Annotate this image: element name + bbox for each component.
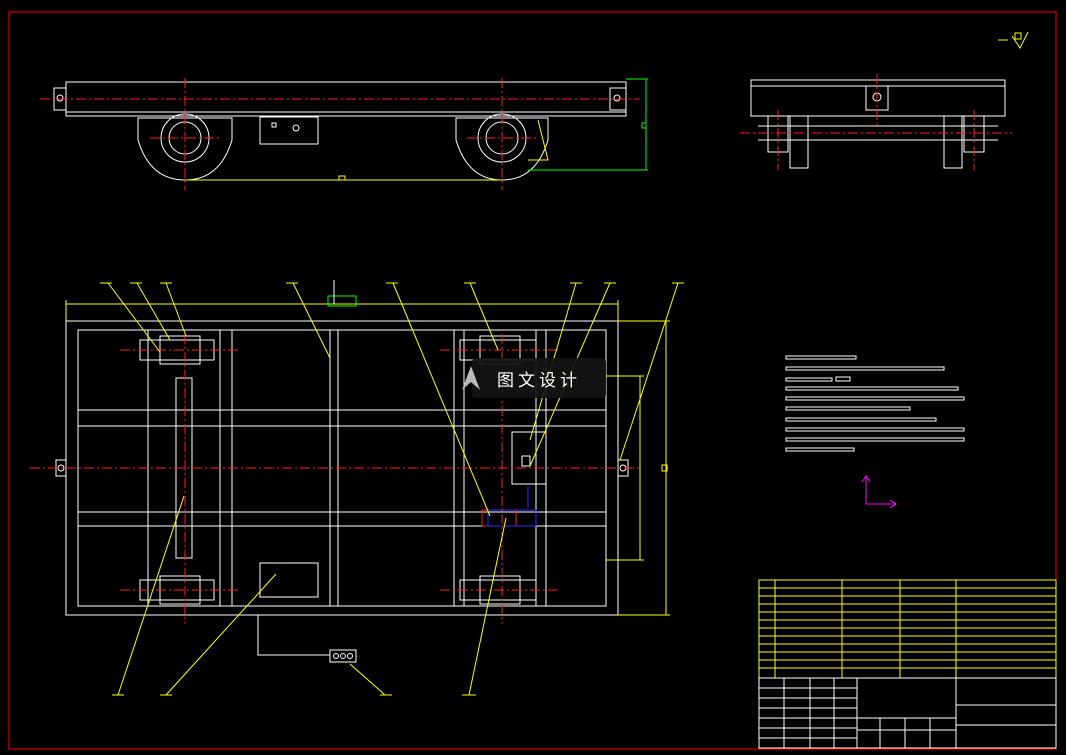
watermark-badge: 图文设计 <box>462 358 606 398</box>
title-block-lower <box>758 677 1057 749</box>
part-leaders <box>100 282 684 696</box>
front-view <box>53 81 627 181</box>
front-view-centerlines <box>40 78 640 190</box>
watermark-text: 图文设计 <box>497 370 581 391</box>
plan-view-centerlines <box>30 334 640 624</box>
ucs-axis-icon <box>861 475 897 509</box>
title-block <box>758 579 1057 679</box>
watermark-logo-icon <box>462 366 480 390</box>
sheet-border <box>8 11 1057 750</box>
side-view-centerlines <box>740 74 1012 170</box>
technical-notes <box>785 355 965 452</box>
front-view-dimensions <box>185 78 648 181</box>
plan-view-dimensions <box>65 280 670 616</box>
plan-view-parts <box>481 486 537 527</box>
surface-finish-symbol <box>998 31 1029 49</box>
side-view <box>750 79 1006 169</box>
